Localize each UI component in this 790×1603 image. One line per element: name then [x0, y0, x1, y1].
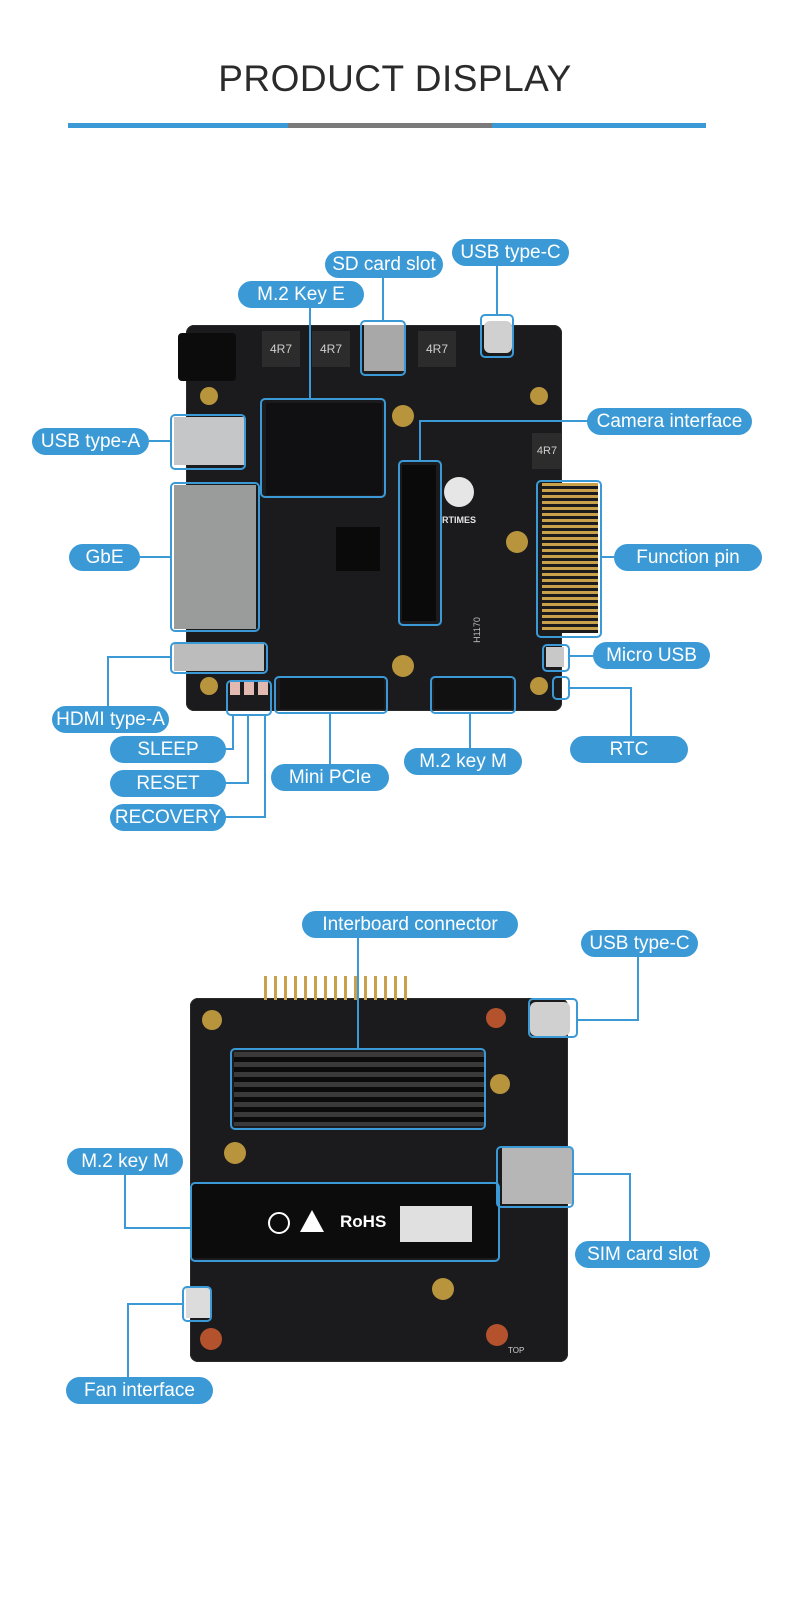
- highlight-usb-type-c: [480, 314, 514, 358]
- dc-jack: [178, 333, 236, 381]
- top-marker: TOP: [508, 1346, 525, 1355]
- highlight-buttons: [226, 680, 272, 716]
- rohs-text: RoHS: [340, 1212, 387, 1231]
- button: [258, 681, 268, 695]
- label-function-pin: Function pin: [614, 544, 762, 571]
- soc-chip: [336, 527, 380, 571]
- button: [230, 681, 240, 695]
- label-hdmi-type-a: HDMI type-A: [52, 706, 169, 733]
- label-usb-type-a: USB type-A: [32, 428, 149, 455]
- label-gbe: GbE: [69, 544, 140, 571]
- highlight-rtc: [552, 676, 570, 700]
- highlight-mini-pcie: [274, 676, 388, 714]
- usb-c-port: [484, 321, 512, 353]
- label-sd-card-slot: SD card slot: [325, 251, 443, 278]
- mounting-hole: [224, 1142, 246, 1164]
- mounting-hole: [200, 387, 218, 405]
- mounting-hole: [530, 677, 548, 695]
- label-m2-key-e: M.2 Key E: [238, 281, 364, 308]
- label-sleep: SLEEP: [110, 736, 226, 763]
- usb-c-port: [530, 1002, 570, 1036]
- inductor: 4R7: [532, 433, 562, 469]
- title-underline-middle: [288, 123, 492, 128]
- button: [244, 681, 254, 695]
- title-underline-right: [492, 123, 706, 128]
- mounting-hole: [200, 677, 218, 695]
- label-rtc: RTC: [570, 736, 688, 763]
- function-pin-header: [542, 483, 598, 633]
- interboard-connector: [234, 1052, 484, 1126]
- label-m2-key-m: M.2 key M: [404, 748, 522, 775]
- m2-ssd: RoHS: [190, 1184, 500, 1258]
- ssd-label: [400, 1206, 472, 1242]
- fan-connector: [186, 1288, 210, 1318]
- highlight-hdmi: [170, 642, 268, 674]
- label-m2-key-m-bottom: M.2 key M: [67, 1148, 183, 1175]
- mounting-hole: [200, 1328, 222, 1350]
- highlight-fan-interface: [182, 1286, 212, 1322]
- highlight-function-pin: [536, 480, 602, 638]
- mounting-hole: [202, 1010, 222, 1030]
- mounting-hole: [392, 405, 414, 427]
- micro-usb-port: [546, 647, 564, 667]
- highlight-gbe: [170, 482, 260, 632]
- top-board-image: 4R7 4R7 4R7 4R7 RTIMES H1170: [174, 321, 598, 711]
- mounting-hole: [392, 655, 414, 677]
- highlight-micro-usb: [542, 644, 570, 672]
- mini-pcie-slot: [280, 677, 384, 709]
- mounting-hole: [490, 1074, 510, 1094]
- warning-icon: [300, 1210, 324, 1232]
- sd-card-slot: [364, 325, 404, 371]
- label-reset: RESET: [110, 770, 226, 797]
- usb-a-port: [174, 417, 244, 465]
- label-usb-type-c-bottom: USB type-C: [581, 930, 698, 957]
- label-fan-interface: Fan interface: [66, 1377, 213, 1404]
- highlight-camera: [398, 460, 442, 626]
- label-recovery: RECOVERY: [110, 804, 226, 831]
- label-camera-interface: Camera interface: [587, 408, 752, 435]
- no-recycle-icon: [268, 1212, 290, 1234]
- highlight-m2-key-m-bottom: [190, 1182, 500, 1262]
- brand-text: RTIMES: [442, 515, 477, 525]
- label-usb-type-c: USB type-C: [452, 239, 569, 266]
- page-title: PRODUCT DISPLAY: [218, 58, 572, 99]
- hdmi-port: [174, 643, 264, 671]
- m2-key-m-slot: [434, 677, 512, 709]
- label-mini-pcie: Mini PCIe: [271, 764, 389, 791]
- mounting-hole: [432, 1278, 454, 1300]
- sim-card-slot: [502, 1148, 572, 1204]
- brand-logo: [444, 477, 474, 507]
- mounting-hole: [486, 1008, 506, 1028]
- label-interboard-connector: Interboard connector: [302, 911, 518, 938]
- highlight-m2-key-m: [430, 676, 516, 714]
- highlight-m2-key-e: [260, 398, 386, 498]
- label-micro-usb: Micro USB: [593, 642, 710, 669]
- bottom-board-image: RoHS TOP: [186, 976, 572, 1362]
- mounting-hole: [530, 387, 548, 405]
- gbe-port: [174, 485, 256, 629]
- mounting-hole: [506, 531, 528, 553]
- highlight-usb-type-c-bottom: [528, 998, 578, 1038]
- inductor: 4R7: [262, 331, 300, 367]
- m2-key-e-module: [266, 403, 382, 495]
- highlight-interboard-connector: [230, 1048, 486, 1130]
- label-sim-card-slot: SIM card slot: [575, 1241, 710, 1268]
- highlight-sd-card-slot: [360, 320, 406, 376]
- highlight-usb-type-a: [170, 414, 246, 470]
- mounting-hole: [486, 1324, 508, 1346]
- highlight-sim-card-slot: [496, 1146, 574, 1208]
- inductor: 4R7: [312, 331, 350, 367]
- title-underline-left: [68, 123, 288, 128]
- inductor: 4R7: [418, 331, 456, 367]
- pin-header: [264, 976, 414, 1000]
- camera-connector: [402, 465, 436, 621]
